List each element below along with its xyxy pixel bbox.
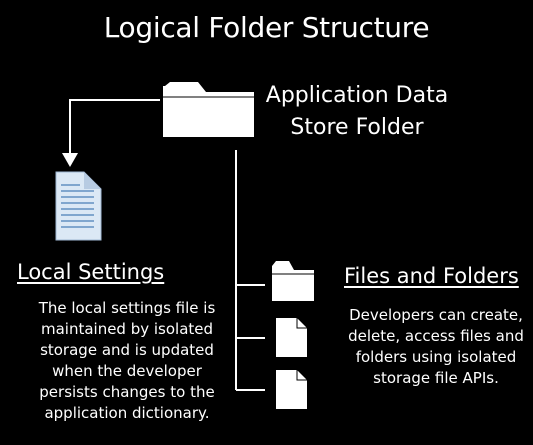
settings-file-icon <box>55 171 102 241</box>
local-settings-description: The local settings file is maintained by… <box>4 298 250 424</box>
settings-connector-arrow <box>62 99 160 167</box>
root-folder-label-line2: Store Folder <box>290 115 424 140</box>
files-and-folders-line: Developers can create, <box>349 306 523 324</box>
local-settings-line: The local settings file is <box>38 299 216 317</box>
local-settings-line: persists changes to the <box>39 383 215 401</box>
document-icon-1 <box>276 318 307 357</box>
local-settings-heading: Local Settings <box>17 260 165 284</box>
child-folder-icon <box>272 261 314 301</box>
files-and-folders-heading: Files and Folders <box>344 264 519 288</box>
files-and-folders-description: Developers can create, delete, access fi… <box>337 305 533 389</box>
tree-connector <box>235 150 265 391</box>
files-and-folders-line: storage file APIs. <box>373 369 499 387</box>
files-and-folders-line: delete, access files and <box>348 327 524 345</box>
document-icon-2 <box>276 370 307 409</box>
files-and-folders-line: folders using isolated <box>355 348 517 366</box>
local-settings-line: application dictionary. <box>44 404 210 422</box>
root-folder-label-line1: Application Data <box>265 83 449 108</box>
local-settings-line: when the developer <box>52 362 202 380</box>
local-settings-line: maintained by isolated <box>40 320 214 338</box>
root-folder-icon <box>163 82 254 137</box>
page-title: Logical Folder Structure <box>103 11 430 44</box>
local-settings-line: storage and is updated <box>40 341 214 359</box>
root-folder-label: Application Data Store Folder <box>262 80 452 144</box>
